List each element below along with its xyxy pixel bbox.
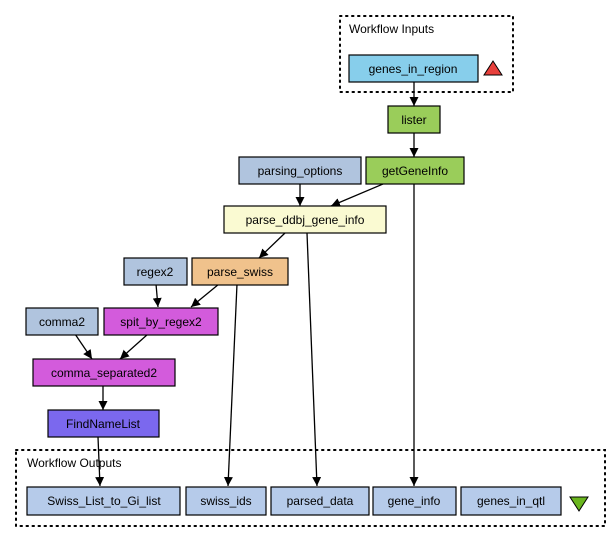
edge-findnamelist-to-swiss-list xyxy=(95,436,105,487)
edge-getgeneinfo-to-parse-ddbj xyxy=(330,183,384,207)
node-getgeneinfo-label: getGeneInfo xyxy=(382,164,448,178)
output-genes-in-qtl[interactable]: genes_in_qtl xyxy=(460,486,562,516)
node-comma-separated2-label: comma_separated2 xyxy=(51,366,157,380)
input-triangle-icon xyxy=(483,60,503,76)
node-comma2[interactable]: comma2 xyxy=(25,307,99,336)
edge-parse-swiss-to-spit-by-regex xyxy=(190,283,220,308)
output-swiss-ids-label: swiss_ids xyxy=(200,494,251,508)
edge-comma2-to-comma-separated xyxy=(74,333,93,360)
output-swiss-ids[interactable]: swiss_ids xyxy=(185,486,267,516)
output-triangle-icon xyxy=(569,496,589,512)
node-spit-by-regex2[interactable]: spit_by_regex2 xyxy=(103,307,219,336)
node-spit-by-regex2-label: spit_by_regex2 xyxy=(120,315,202,329)
node-genes-in-region-label: genes_in_region xyxy=(369,62,458,76)
output-swiss-list-to-gi-list[interactable]: Swiss_List_to_Gi_list xyxy=(26,486,181,516)
output-parsed-data[interactable]: parsed_data xyxy=(270,486,370,516)
node-parsing-options[interactable]: parsing_options xyxy=(238,156,362,185)
output-genes-in-qtl-label: genes_in_qtl xyxy=(477,494,545,508)
workflow-inputs-label: Workflow Inputs xyxy=(349,22,434,36)
node-parsing-options-label: parsing_options xyxy=(258,164,343,178)
node-comma2-label: comma2 xyxy=(39,315,85,329)
edge-regex2-to-spit-by-regex xyxy=(152,283,162,308)
node-regex2[interactable]: regex2 xyxy=(123,257,188,286)
node-lister[interactable]: lister xyxy=(387,105,441,134)
node-comma-separated2[interactable]: comma_separated2 xyxy=(32,358,176,387)
node-regex2-label: regex2 xyxy=(137,265,174,279)
workflow-outputs-cluster: Workflow Outputs xyxy=(15,449,606,527)
node-getgeneinfo[interactable]: getGeneInfo xyxy=(365,156,465,185)
edge-parse-ddbj-to-parsed-data xyxy=(306,232,322,487)
node-lister-label: lister xyxy=(401,113,426,127)
workflow-inputs-cluster: Workflow Inputs xyxy=(339,15,514,93)
edge-spit-by-regex-to-comma-separated xyxy=(119,333,149,360)
node-parse-swiss-label: parse_swiss xyxy=(207,265,273,279)
node-findnamelist-label: FindNameList xyxy=(66,417,141,431)
edge-parse-ddbj-to-parse-swiss xyxy=(258,232,286,259)
edge-parse-swiss-to-swiss-ids xyxy=(223,283,238,487)
node-findnamelist[interactable]: FindNameList xyxy=(47,409,160,438)
output-gene-info[interactable]: gene_info xyxy=(372,486,457,516)
node-parse-ddbj-gene-info[interactable]: parse_ddbj_gene_info xyxy=(223,205,387,234)
edges xyxy=(74,82,419,487)
output-swiss-list-to-gi-list-label: Swiss_List_to_Gi_list xyxy=(47,494,161,508)
node-genes-in-region[interactable]: genes_in_region xyxy=(348,54,479,83)
output-parsed-data-label: parsed_data xyxy=(287,494,354,508)
workflow-outputs-label: Workflow Outputs xyxy=(27,456,121,470)
node-parse-ddbj-gene-info-label: parse_ddbj_gene_info xyxy=(246,213,365,227)
output-gene-info-label: gene_info xyxy=(388,494,441,508)
node-parse-swiss[interactable]: parse_swiss xyxy=(191,257,289,286)
